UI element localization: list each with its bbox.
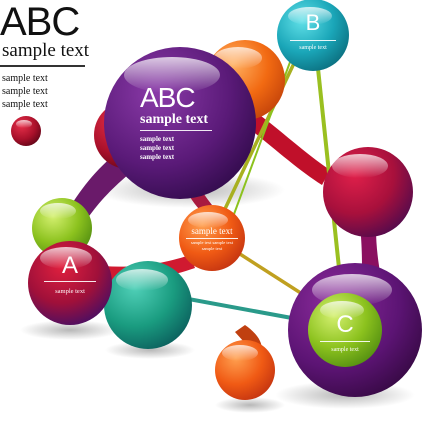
node-a-bubble	[28, 241, 112, 325]
header-line-2: sample text	[2, 86, 48, 97]
header-line-1: sample text	[2, 73, 48, 84]
node-a-caption: sample text	[55, 288, 85, 295]
big-purple-bubble	[104, 47, 256, 199]
center-node-line-2: sample text	[201, 246, 223, 251]
node-b-divider	[290, 40, 336, 41]
node-a-label: A	[61, 252, 78, 279]
big-node-divider	[140, 130, 212, 131]
big-node-line-1: sample text	[140, 135, 175, 143]
header-divider	[0, 65, 85, 67]
orange-bubble-bottom	[215, 340, 275, 400]
node-c-divider	[320, 341, 370, 342]
node-b-bubble	[277, 0, 349, 71]
big-node-line-2: sample text	[140, 144, 175, 152]
node-c-label: C	[336, 311, 354, 338]
teal-bubble	[104, 261, 192, 349]
big-node-title: ABC	[140, 82, 196, 113]
center-node-title: sample text	[191, 226, 233, 236]
node-b-caption: sample text	[299, 45, 327, 51]
node-b-label: B	[305, 10, 321, 35]
big-node-subtitle: sample text	[140, 112, 209, 127]
small-red-dot	[11, 116, 41, 146]
node-a-divider	[44, 281, 96, 282]
header-subtitle: sample text	[2, 40, 90, 61]
crimson-bubble-right	[323, 147, 413, 237]
center-node-line-1: sample text sample text	[190, 240, 234, 245]
big-node-line-3: sample text	[140, 153, 175, 161]
header-title: ABC	[0, 0, 80, 44]
header-line-3: sample text	[2, 99, 48, 110]
center-node-divider	[186, 238, 238, 239]
node-c-caption: sample text	[331, 347, 359, 353]
node-c-bubble	[308, 293, 382, 367]
